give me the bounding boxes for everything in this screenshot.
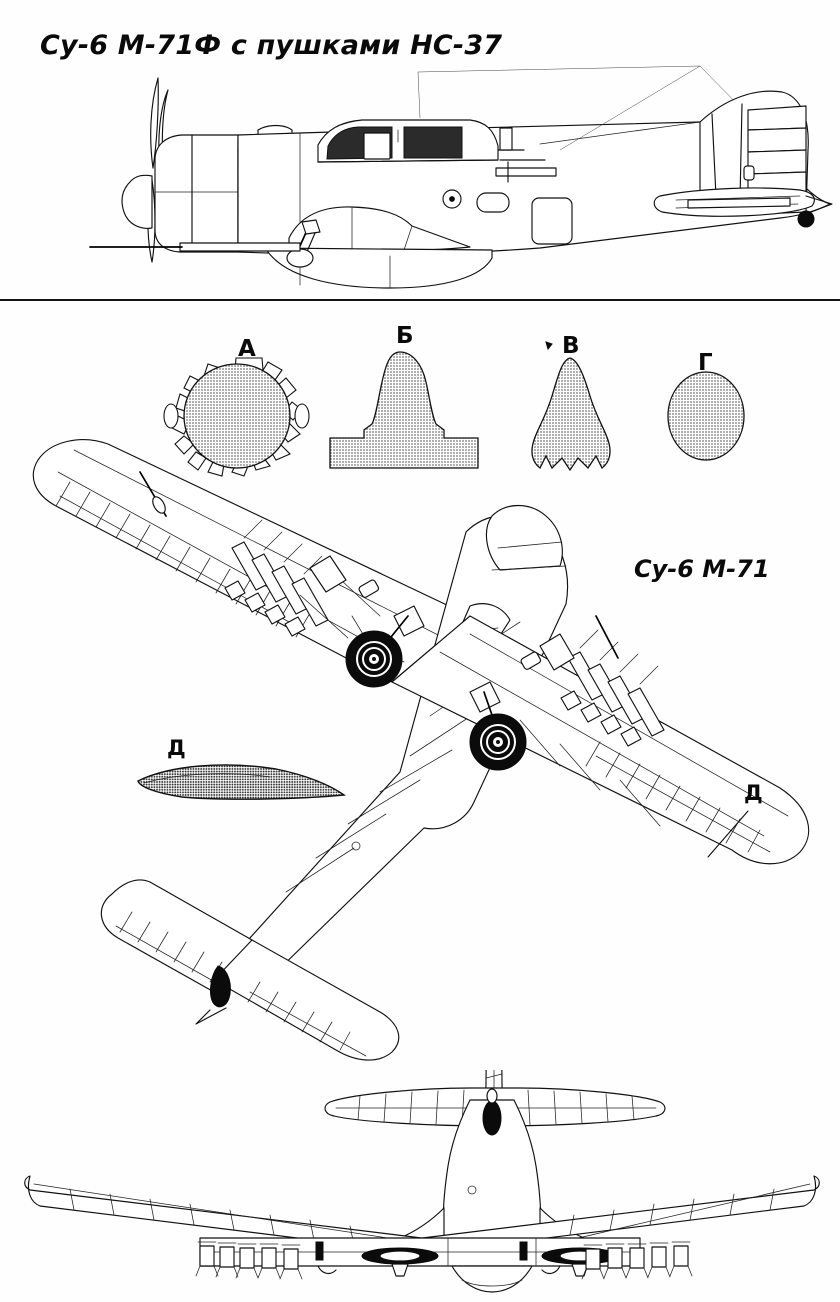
cannon-fairing xyxy=(179,242,301,252)
section-divider xyxy=(0,299,840,301)
canopy-panel xyxy=(363,132,391,160)
fuselage-marker-rear xyxy=(467,1185,477,1195)
stray-mark xyxy=(545,341,553,351)
cross-section-c xyxy=(531,357,611,472)
cross-section-label-b: Б xyxy=(396,323,414,349)
cross-section-label-c: В xyxy=(562,333,580,359)
access-hatch xyxy=(531,197,573,245)
port-fillet xyxy=(399,1207,445,1241)
spinner xyxy=(121,174,153,229)
ventral-radiator-rear xyxy=(451,1265,533,1293)
cross-section-row xyxy=(163,341,745,477)
port-gun-port xyxy=(315,1241,324,1261)
tailwheel xyxy=(797,210,815,228)
airfoil-label-left: Д xyxy=(167,736,186,760)
fuselage-marker xyxy=(351,841,361,851)
port-rockets xyxy=(224,519,329,637)
aerial-wire xyxy=(417,65,701,119)
rear-machine-gun xyxy=(495,159,557,183)
side-view-title: Су-6 М-71Ф с пушками НС-37 xyxy=(40,30,503,61)
engine-cowling xyxy=(154,134,239,253)
starboard-hatch xyxy=(520,651,542,670)
side-elevation-view xyxy=(89,65,833,289)
starboard-gun-port xyxy=(519,1241,528,1261)
main-wheel-side xyxy=(286,248,314,268)
starboard-tailplane xyxy=(213,939,400,1061)
port-rocket-cluster xyxy=(195,1241,337,1280)
airfoil-leader-line xyxy=(707,810,749,858)
starboard-rockets xyxy=(560,629,665,747)
cross-section-label-a: А xyxy=(238,336,256,362)
airfoil-label-right: Д xyxy=(744,781,763,805)
rudder-trim-tab xyxy=(743,165,755,181)
canopy-glazing-rear xyxy=(403,126,463,159)
plan-view xyxy=(32,439,810,1061)
starboard-elevator-ribs xyxy=(247,981,367,1057)
gunner-station xyxy=(499,127,513,151)
starboard-wing-rear-ribs xyxy=(569,1188,775,1236)
cross-section-label-d: Г xyxy=(698,350,713,376)
starboard-pitot xyxy=(595,615,619,659)
cross-section-d xyxy=(667,371,745,461)
port-hatch xyxy=(358,579,380,598)
starboard-gun-bay xyxy=(539,633,575,671)
port-gun-bay xyxy=(309,555,347,593)
cross-section-a xyxy=(163,357,310,477)
starboard-rocket-cluster xyxy=(541,1241,693,1280)
fin-plan xyxy=(210,965,231,1008)
cross-section-b xyxy=(329,351,479,469)
tailcone-aperture xyxy=(482,1100,502,1136)
port-main-gear xyxy=(345,605,425,688)
plan-view-title: Су-6 М-71 xyxy=(634,555,770,583)
cowling-plan xyxy=(485,505,563,571)
rudder-ribs xyxy=(739,103,807,201)
airfoil-section xyxy=(137,764,346,800)
rear-elevation-view xyxy=(24,1070,820,1293)
starboard-main-gear xyxy=(469,681,527,771)
fuselage-window xyxy=(476,192,510,213)
port-wing-rear-ribs xyxy=(69,1188,355,1246)
